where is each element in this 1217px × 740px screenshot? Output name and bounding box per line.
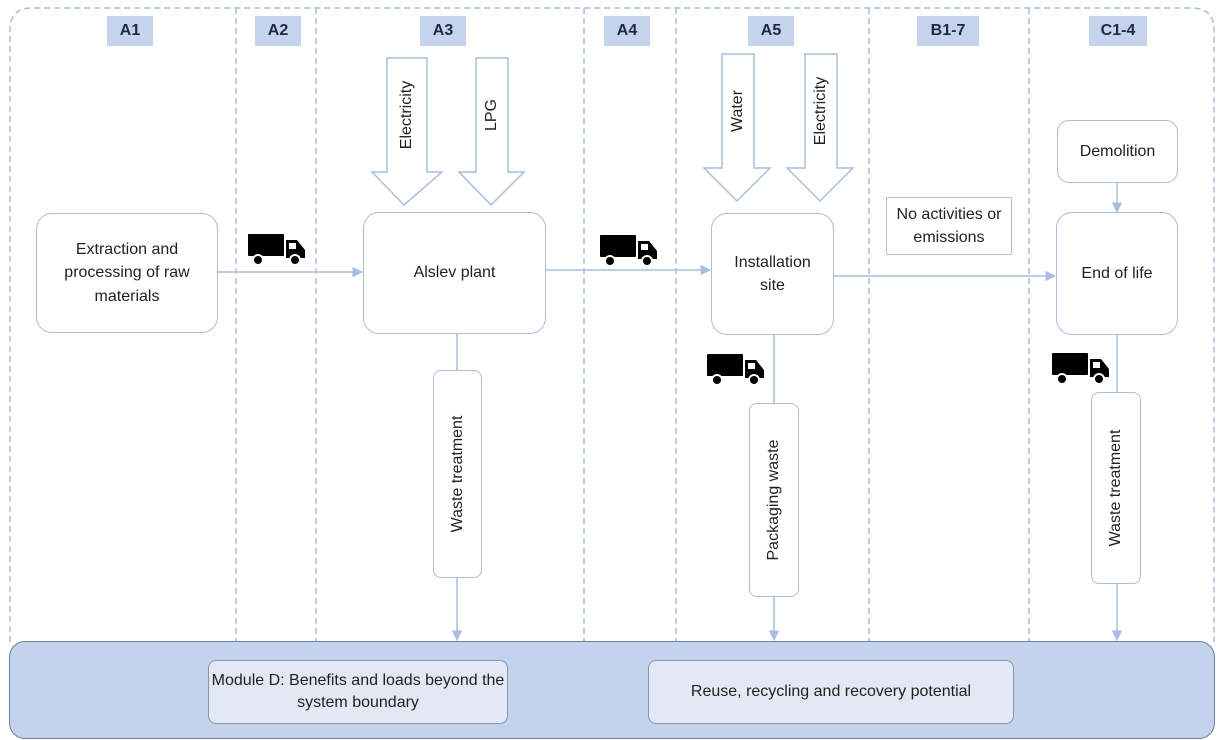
process-end-of-life: End of life [1056,212,1178,335]
output-waste-treatment-a3: Waste treatment [433,370,482,578]
input-electricity-a5: Electricity [805,56,837,166]
flow-connectors [218,183,1123,642]
input-label: Electricity [398,80,415,150]
truck-icon [707,354,764,386]
stage-label-b1-7: B1-7 [917,16,979,46]
module-d-reuse-box: Reuse, recycling and recovery potential [648,660,1014,724]
truck-icon [248,234,305,266]
process-raw-materials: Extraction and processing of raw materia… [36,213,218,333]
process-installation-site: Installation site [711,213,834,335]
note-no-activities: No activities or emissions [886,197,1012,255]
stage-dividers [235,8,1030,642]
input-label: LPG [483,98,500,132]
truck-icon [1052,353,1109,385]
output-waste-treatment-c: Waste treatment [1091,392,1141,584]
input-lpg-a3: LPG [476,60,508,170]
stage-label-a3: A3 [420,16,466,46]
input-arrows [370,53,855,207]
module-d-panel [9,641,1215,739]
stage-label-a2: A2 [255,16,301,46]
system-boundary [9,7,1215,642]
stage-label-c1-4: C1-4 [1089,16,1147,46]
stage-label-a5: A5 [748,16,794,46]
output-label: Waste treatment [1107,429,1124,547]
input-label: Water [729,89,746,133]
stage-label-a4: A4 [604,16,650,46]
output-label: Packaging waste [765,439,782,561]
output-label: Waste treatment [448,415,466,533]
input-label: Electricity [812,76,829,146]
process-demolition: Demolition [1057,120,1178,183]
input-water-a5: Water [722,56,754,166]
module-d-benefits-box: Module D: Benefits and loads beyond the … [208,660,508,724]
truck-icon [600,235,657,267]
stage-label-a1: A1 [107,16,153,46]
input-electricity-a3: Electricity [387,60,427,170]
output-packaging-waste-a5: Packaging waste [749,403,799,597]
process-alslev-plant: Alslev plant [363,212,546,334]
